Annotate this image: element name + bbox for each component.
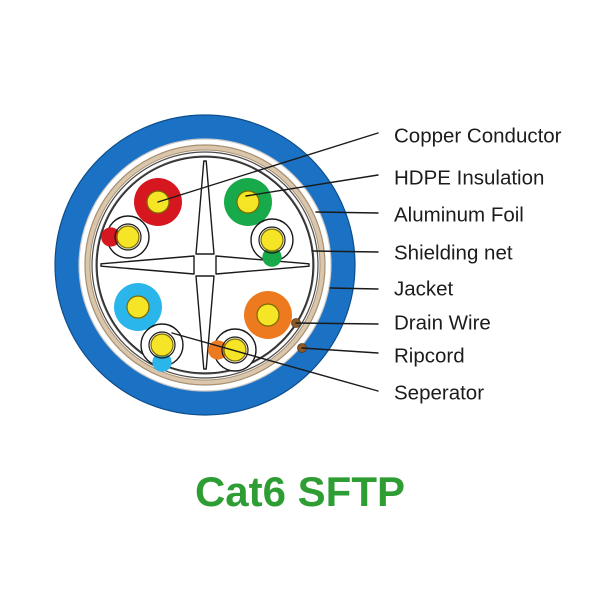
blue-pair-solid-conductor [126, 295, 150, 319]
green-pair [224, 178, 294, 267]
callout-label-copper-conductor: Copper Conductor [394, 124, 562, 147]
layer-gap-band [79, 139, 331, 391]
layer-aluminum_foil-outer-edge [91, 151, 319, 379]
layer-shielding_net-outer-edge [84, 144, 326, 386]
layer-jacket-outer-edge [54, 114, 356, 416]
separator-arm-top [195, 160, 215, 255]
leader-line-hdpe-insulation [245, 174, 379, 197]
blue-pair-striped-conductor [150, 333, 174, 357]
blue-pair-striped-inner-ring [148, 331, 176, 359]
leader-line-drain-wire [295, 322, 379, 325]
layer-jacket-band [55, 115, 355, 415]
separator-arm-bottom [195, 275, 215, 370]
callout-label-aluminum-foil: Aluminum Foil [394, 203, 524, 226]
orange-pair [208, 291, 292, 372]
leader-line-shielding-net [311, 250, 379, 253]
leader-line-aluminum-foil [315, 211, 379, 214]
orange-pair-striped-inner-ring [221, 336, 249, 364]
separator-hub [198, 258, 212, 272]
separator-cross [100, 160, 310, 370]
callout-label-jacket: Jacket [394, 277, 454, 300]
leader-line-seperator [171, 332, 379, 392]
callout-label-hdpe-insulation: HDPE Insulation [394, 166, 544, 189]
green-pair-striped-conductor [260, 228, 284, 252]
callout-label-shielding-net: Shielding net [394, 241, 513, 264]
leader-line-ripcord [301, 347, 379, 354]
blue-pair [114, 283, 184, 372]
orange-pair-striped-conductor [223, 338, 247, 362]
separator-arm-left [100, 255, 195, 275]
leader-line-jacket [329, 287, 379, 290]
orange-pair-solid-conductor [256, 303, 280, 327]
separator-arm-right [215, 255, 310, 275]
red-pair-striped-conductor [116, 225, 140, 249]
layer-aluminum_foil-band [92, 152, 318, 378]
page-title: Cat6 SFTP [195, 468, 405, 515]
layer-shielding_net-band [85, 145, 325, 385]
green-pair-solid-conductor [236, 190, 260, 214]
layer-aluminum_foil-inner-edge [95, 155, 315, 375]
green-pair-striped-inner-ring [258, 226, 286, 254]
callout-label-seperator: Seperator [394, 381, 484, 404]
callout-label-drain-wire: Drain Wire [394, 311, 491, 334]
red-pair-striped-inner-ring [114, 223, 142, 251]
callout-label-ripcord: Ripcord [394, 344, 465, 367]
layer-gap-outer-edge [78, 138, 332, 392]
layer-shielding_net-inner-edge [89, 149, 321, 381]
leader-line-copper-conductor [157, 132, 379, 203]
